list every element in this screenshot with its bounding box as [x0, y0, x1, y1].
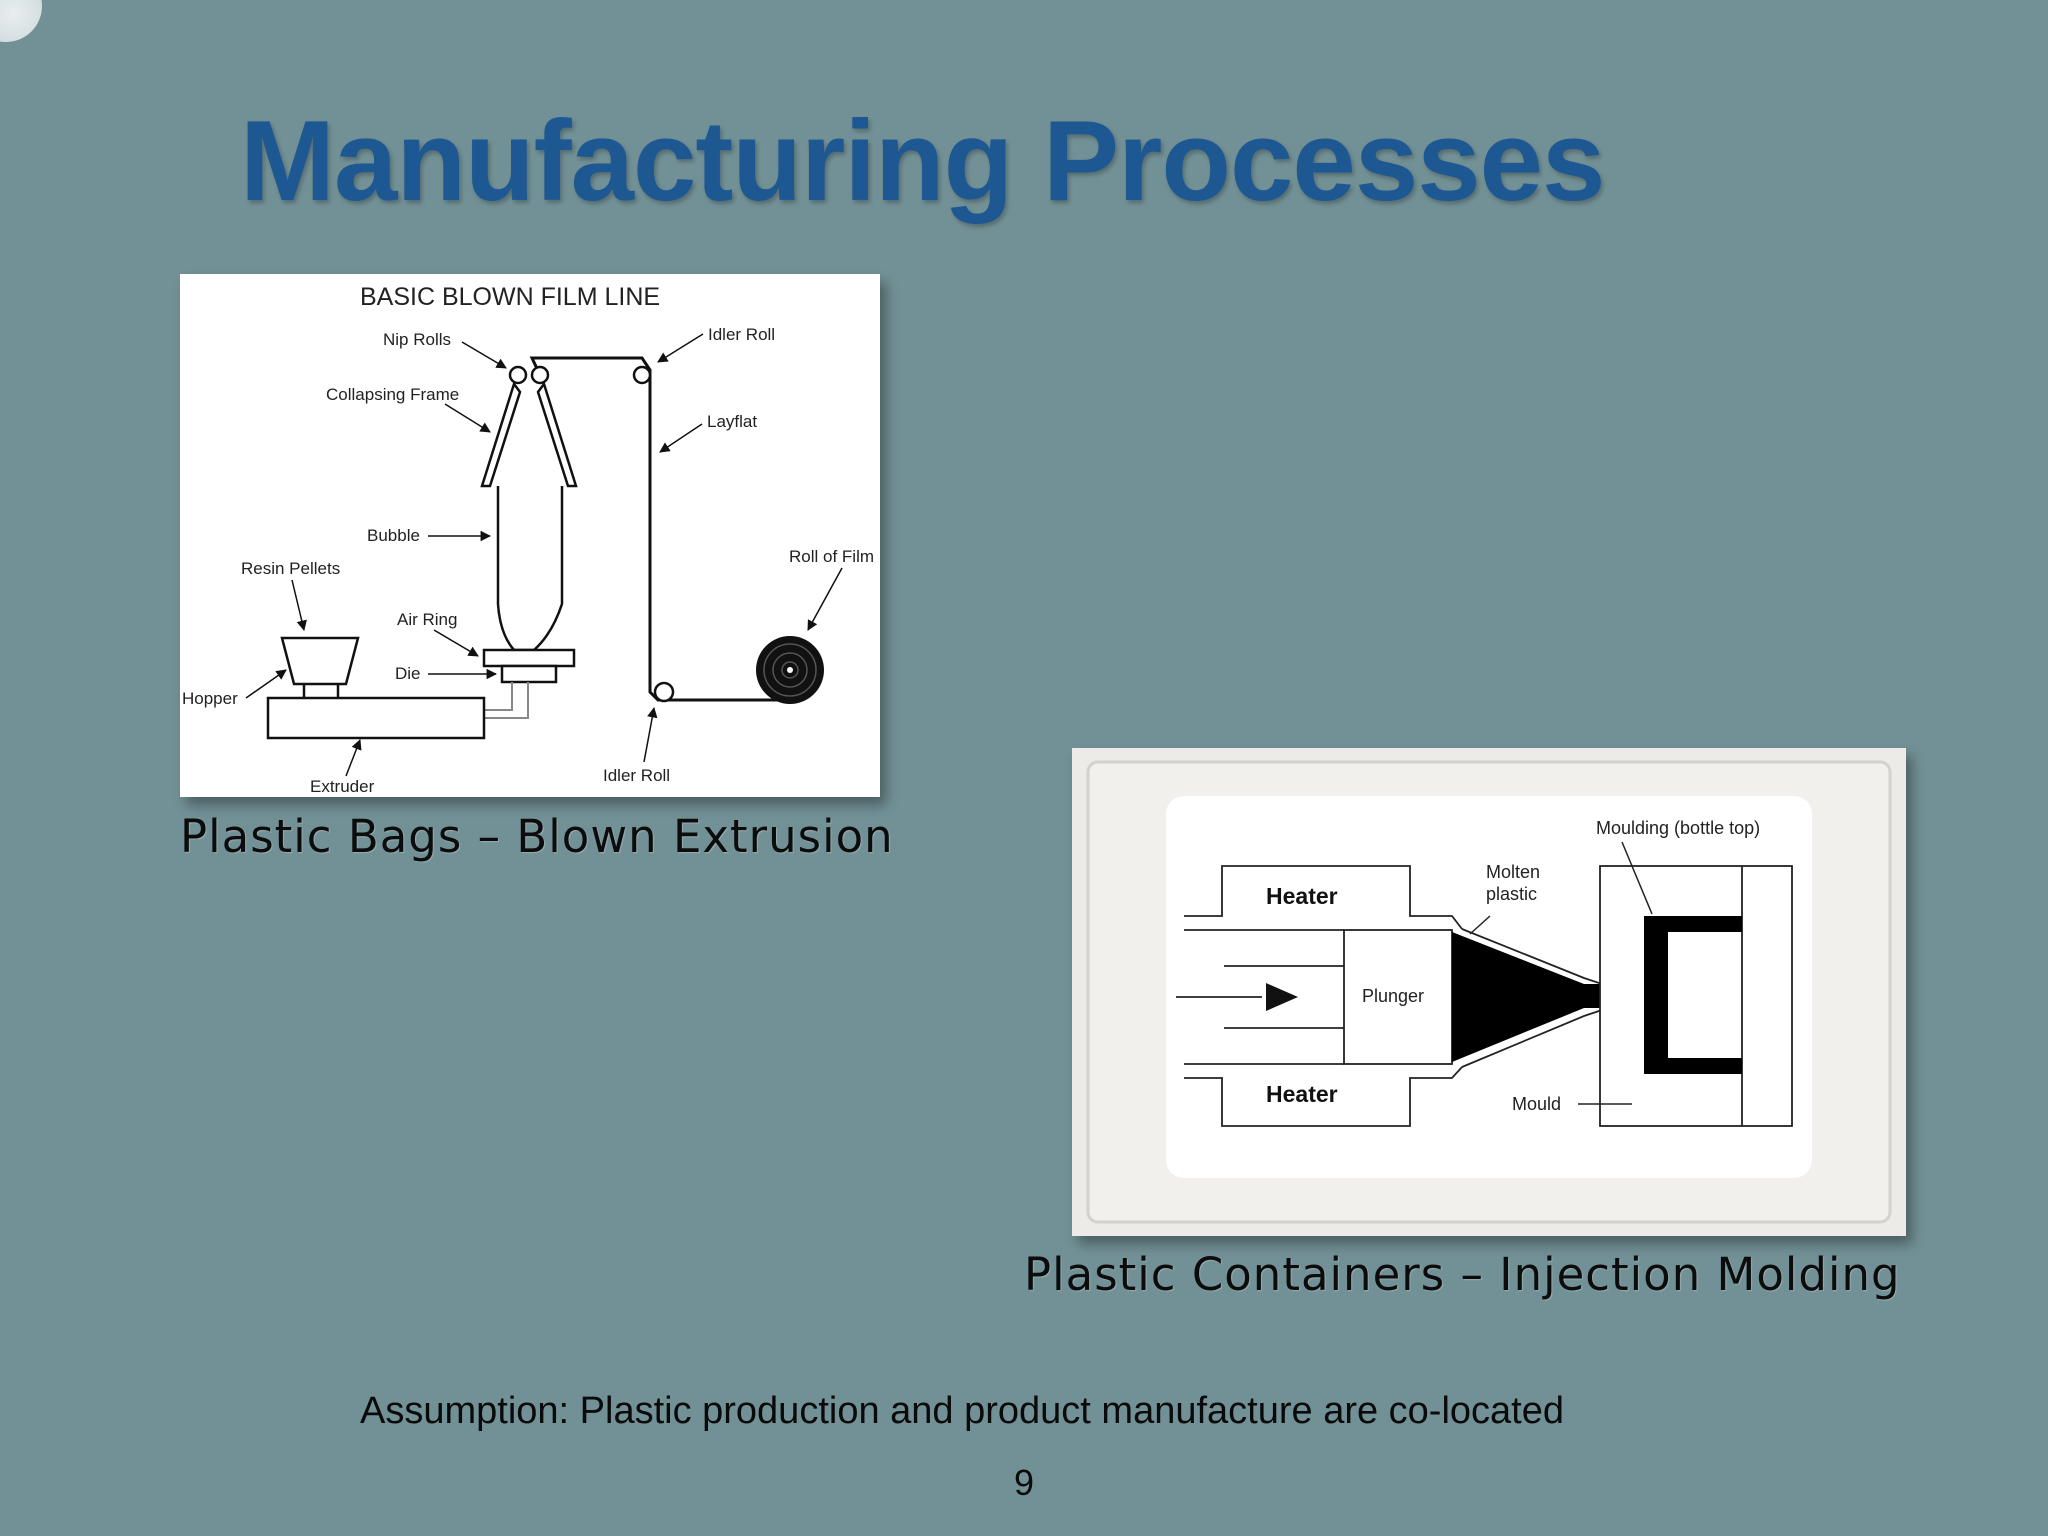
mould: [1599, 865, 1793, 1127]
bubble: [496, 486, 564, 652]
barrel: [1184, 865, 1603, 1127]
hopper: [280, 636, 360, 686]
diagram-title: BASIC BLOWN FILM LINE: [360, 283, 660, 311]
caption-injection-molding: Plastic Containers – Injection Molding: [1024, 1248, 1901, 1301]
label-roll-of-film: Roll of Film: [789, 547, 874, 566]
film-path: [529, 356, 800, 702]
page-number: 9: [1013, 1462, 1035, 1503]
label-air-ring: Air Ring: [397, 610, 457, 629]
nip-roll-right: [530, 365, 550, 385]
label-layflat: Layflat: [707, 412, 757, 431]
idler-roll-bottom: [653, 681, 675, 703]
label-molten-line2: plastic: [1486, 884, 1537, 904]
caption-blown-extrusion: Plastic Bags – Blown Extrusion: [180, 810, 894, 863]
extruder: [266, 696, 486, 740]
injection-molding-diagram: Heater Heater Plunger Molten plastic Mou…: [1072, 748, 1906, 1236]
label-mould: Mould: [1512, 1094, 1561, 1114]
air-ring: [482, 648, 576, 668]
assumption-note: Assumption: Plastic production and produ…: [360, 1390, 1564, 1432]
collapsing-frame: [480, 381, 578, 488]
die: [500, 664, 558, 684]
blown-film-diagram: BASIC BLOWN FILM LINE: [180, 274, 880, 797]
slide-title: Manufacturing Processes: [240, 98, 1605, 225]
label-heater-top: Heater: [1266, 883, 1338, 909]
label-resin-pellets: Resin Pellets: [241, 559, 340, 578]
hopper-neck: [302, 684, 340, 698]
molten-plastic: [1452, 932, 1644, 1062]
label-bubble: Bubble: [367, 526, 420, 545]
die-pipes: [484, 682, 529, 719]
label-molten-line1: Molten: [1486, 862, 1540, 882]
label-heater-bottom: Heater: [1266, 1081, 1338, 1107]
label-idler-roll-bottom: Idler Roll: [603, 766, 670, 785]
plunger: [1343, 929, 1453, 1065]
label-extruder: Extruder: [310, 777, 375, 796]
corner-decoration: [0, 0, 42, 42]
label-hopper: Hopper: [182, 689, 238, 708]
nip-roll-left: [508, 365, 528, 385]
label-idler-roll-top: Idler Roll: [708, 325, 775, 344]
label-plunger: Plunger: [1362, 986, 1424, 1006]
label-nip-rolls: Nip Rolls: [383, 330, 451, 349]
label-moulding: Moulding (bottle top): [1596, 818, 1760, 838]
push-arrow: [1176, 983, 1298, 1011]
label-collapsing-frame: Collapsing Frame: [326, 385, 459, 404]
label-die: Die: [395, 664, 421, 683]
roll-of-film: [756, 636, 824, 704]
moulding-bottle-top: [1644, 916, 1742, 1074]
idler-roll-top: [632, 365, 652, 385]
